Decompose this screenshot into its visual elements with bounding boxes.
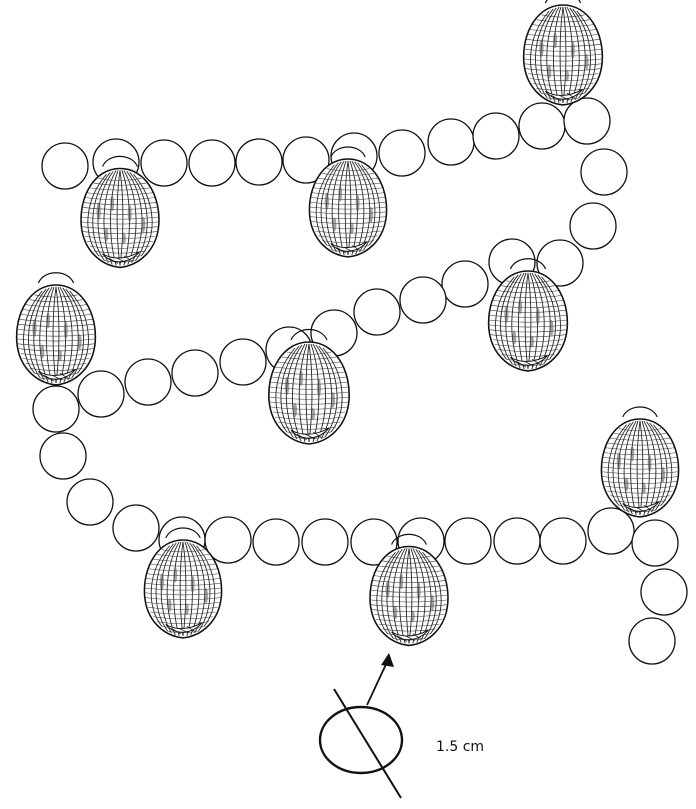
bead (442, 261, 488, 307)
bead (78, 371, 124, 417)
bead (220, 339, 266, 385)
bead (113, 505, 159, 551)
bead (236, 139, 282, 185)
cone-shell-icon (17, 273, 96, 385)
bead (428, 119, 474, 165)
bead (570, 203, 616, 249)
bead (67, 479, 113, 525)
bead (564, 98, 610, 144)
bead (253, 519, 299, 565)
bead (302, 519, 348, 565)
bead (588, 508, 634, 554)
bead (400, 277, 446, 323)
bead (189, 140, 235, 186)
cone-shell-icon (524, 0, 603, 105)
bead (125, 359, 171, 405)
bead (33, 386, 79, 432)
bead (519, 103, 565, 149)
bead (42, 143, 88, 189)
bead (445, 518, 491, 564)
bead (581, 149, 627, 195)
bead (632, 520, 678, 566)
bead (141, 140, 187, 186)
bead (494, 518, 540, 564)
bead (473, 113, 519, 159)
scale-arrow (367, 653, 394, 705)
bead (172, 350, 218, 396)
cone-shell-icon (601, 407, 678, 517)
bead (629, 618, 675, 664)
bead (40, 433, 86, 479)
scale-circle (320, 689, 402, 798)
bead (379, 130, 425, 176)
bead (641, 569, 687, 615)
bead (354, 289, 400, 335)
scale-label: 1.5 cm (436, 739, 484, 755)
scale-indicator: 1.5 cm (320, 653, 484, 798)
bead (540, 518, 586, 564)
